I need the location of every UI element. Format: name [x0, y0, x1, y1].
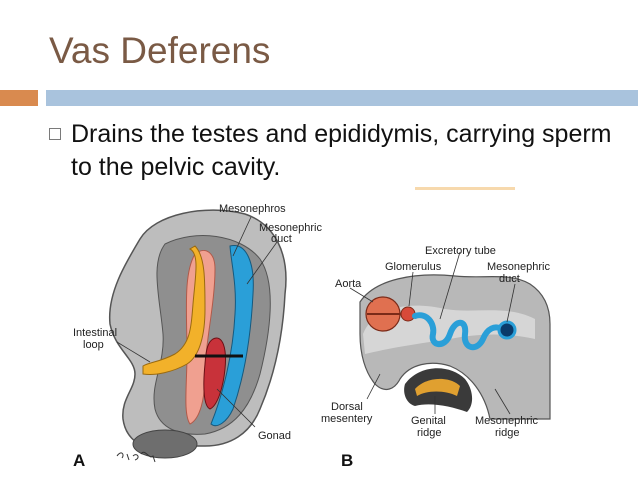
label-mesonephric-ridge-2: ridge	[495, 427, 519, 439]
bullet-marker	[49, 128, 61, 140]
title-rule-accent	[0, 90, 38, 106]
embryo-figure: Mesonephros Mesonephric duct Intestinal …	[55, 184, 595, 474]
label-excretory-tube: Excretory tube	[425, 245, 496, 257]
label-genital-ridge: ridge	[417, 427, 441, 439]
panel-b-letter: B	[341, 451, 353, 470]
label-genital: Genital	[411, 415, 446, 427]
label-glomerulus: Glomerulus	[385, 261, 442, 273]
label-mesonephric-duct-b2: duct	[499, 273, 520, 285]
label-mesonephros: Mesonephros	[219, 203, 286, 215]
label-mesonephric-duct-b1: Mesonephric	[487, 261, 550, 273]
label-mesentery: mesentery	[321, 413, 373, 425]
label-intestinal: Intestinal	[73, 327, 117, 339]
label-gonad: Gonad	[258, 430, 291, 442]
mesonephric-duct-dot	[499, 322, 515, 338]
embryo-diagram: Mesonephros Mesonephric duct Intestinal …	[55, 184, 595, 474]
label-mesonephric-ridge-1: Mesonephric	[475, 415, 538, 427]
label-aorta: Aorta	[335, 278, 362, 290]
label-mesonephric-duct-a2: duct	[271, 233, 292, 245]
panel-a-letter: A	[73, 451, 85, 470]
bullet-text: Drains the testes and epididymis, carryi…	[71, 118, 631, 184]
label-dorsal: Dorsal	[331, 401, 363, 413]
label-loop: loop	[83, 339, 104, 351]
panel-a: Mesonephros Mesonephric duct Intestinal …	[73, 203, 322, 470]
slide-title: Vas Deferens	[49, 30, 270, 72]
embryo-base	[133, 430, 197, 458]
decorative-strip	[415, 187, 515, 190]
title-rule	[46, 90, 638, 106]
panel-b: Excretory tube Glomerulus Mesonephric du…	[321, 245, 550, 470]
